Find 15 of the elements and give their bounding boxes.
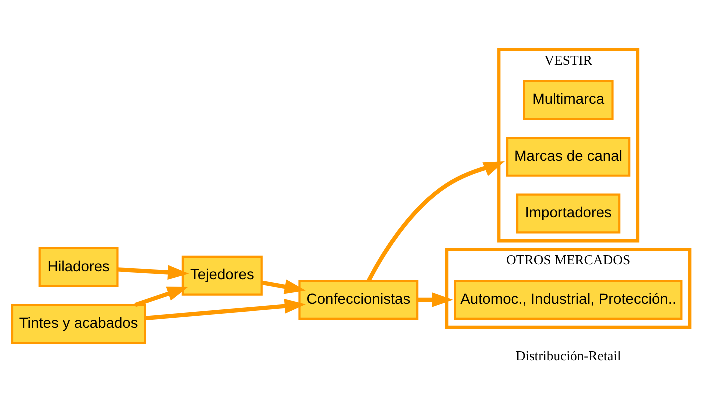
node-box: Confeccionistas xyxy=(298,280,419,320)
node-box: Marcas de canal xyxy=(506,136,631,177)
node-box: Tintes y acabados xyxy=(11,304,146,344)
arrow xyxy=(145,299,306,321)
arrow xyxy=(134,286,189,308)
node-box: Tejedores xyxy=(182,256,263,296)
arrow xyxy=(418,292,454,308)
arrow xyxy=(262,280,306,294)
arrow xyxy=(367,161,506,282)
label: Distribución-Retail xyxy=(516,348,622,364)
arrow xyxy=(118,265,190,280)
node-box: Automoc., Industrial, Protección.. xyxy=(454,280,683,320)
node-box: Hiladores xyxy=(38,247,119,288)
node-box: Importadores xyxy=(516,194,621,234)
node-box: Multimarca xyxy=(523,80,614,120)
